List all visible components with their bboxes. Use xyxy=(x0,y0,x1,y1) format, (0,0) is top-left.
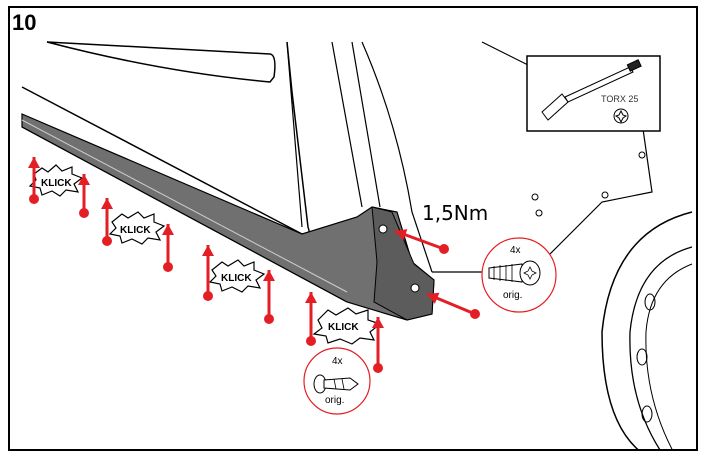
diagram-frame: 10 1,5Nm TORX 25 KLICK KLICK KLICK KLICK… xyxy=(8,6,698,451)
clip-quantity: 4x xyxy=(332,356,343,367)
diagram-canvas xyxy=(21,41,693,449)
wheel-bolt-hole xyxy=(641,405,653,423)
klick-burst xyxy=(208,259,266,293)
red-arrow-dot xyxy=(373,363,383,373)
sill-screw xyxy=(378,224,388,234)
clip-icon xyxy=(313,374,359,394)
red-arrow-head xyxy=(427,292,440,304)
step-number: 10 xyxy=(12,10,37,35)
wheel-bolt-hole xyxy=(636,348,648,366)
screw-icon xyxy=(488,260,541,286)
tool-inset-box xyxy=(526,55,661,132)
klick-burst xyxy=(312,307,382,345)
mount-hole xyxy=(601,191,609,199)
klick-burst xyxy=(28,164,84,197)
clip-note: orig. xyxy=(325,395,345,406)
sill-highlight xyxy=(21,119,348,293)
klick-label: KLICK xyxy=(41,178,72,189)
mount-hole xyxy=(638,151,646,159)
red-arrow-head xyxy=(305,292,317,303)
red-arrow-head xyxy=(162,224,174,235)
torque-label: 1,5Nm xyxy=(422,201,489,225)
red-arrow-dot xyxy=(163,262,173,272)
red-arrow-dot xyxy=(203,291,213,301)
red-arrow-dot xyxy=(29,194,39,204)
mount-hole xyxy=(535,209,543,217)
sill-end-cap xyxy=(371,206,435,321)
wheel-bolt-hole xyxy=(644,293,656,311)
sill-edge xyxy=(21,126,348,303)
tool-label: TORX 25 xyxy=(601,94,639,104)
red-arrow-dot xyxy=(264,314,274,324)
screw-note: orig. xyxy=(503,290,523,301)
red-arrow-dot xyxy=(102,236,112,246)
wheel-rim xyxy=(645,263,693,449)
torx-bit-icon xyxy=(613,108,629,124)
klick-burst xyxy=(108,211,166,245)
red-arrow-dot xyxy=(470,309,480,319)
b-pillar-outline xyxy=(286,41,381,228)
arrow-group xyxy=(28,157,480,373)
door-window-outline xyxy=(46,41,276,83)
red-arrow-head xyxy=(28,157,40,168)
red-arrow-head xyxy=(78,174,90,185)
red-arrow-dot xyxy=(79,208,89,218)
red-arrow-head xyxy=(263,270,275,281)
klick-label: KLICK xyxy=(221,273,252,284)
red-arrow-head xyxy=(395,229,408,241)
red-arrow-head xyxy=(202,245,214,256)
red-arrow-dot xyxy=(306,336,316,346)
red-arrow-dot xyxy=(439,244,449,254)
klick-label: KLICK xyxy=(120,225,151,236)
red-arrow-head xyxy=(101,198,113,209)
torx-screwdriver-icon xyxy=(541,59,642,121)
klick-label: KLICK xyxy=(328,322,359,333)
red-arrow-head xyxy=(372,317,384,328)
sill-screw xyxy=(410,283,420,293)
wheel-tire xyxy=(629,246,693,449)
mount-hole xyxy=(531,193,539,201)
screw-quantity: 4x xyxy=(510,245,521,256)
wheel-arch xyxy=(601,211,693,449)
